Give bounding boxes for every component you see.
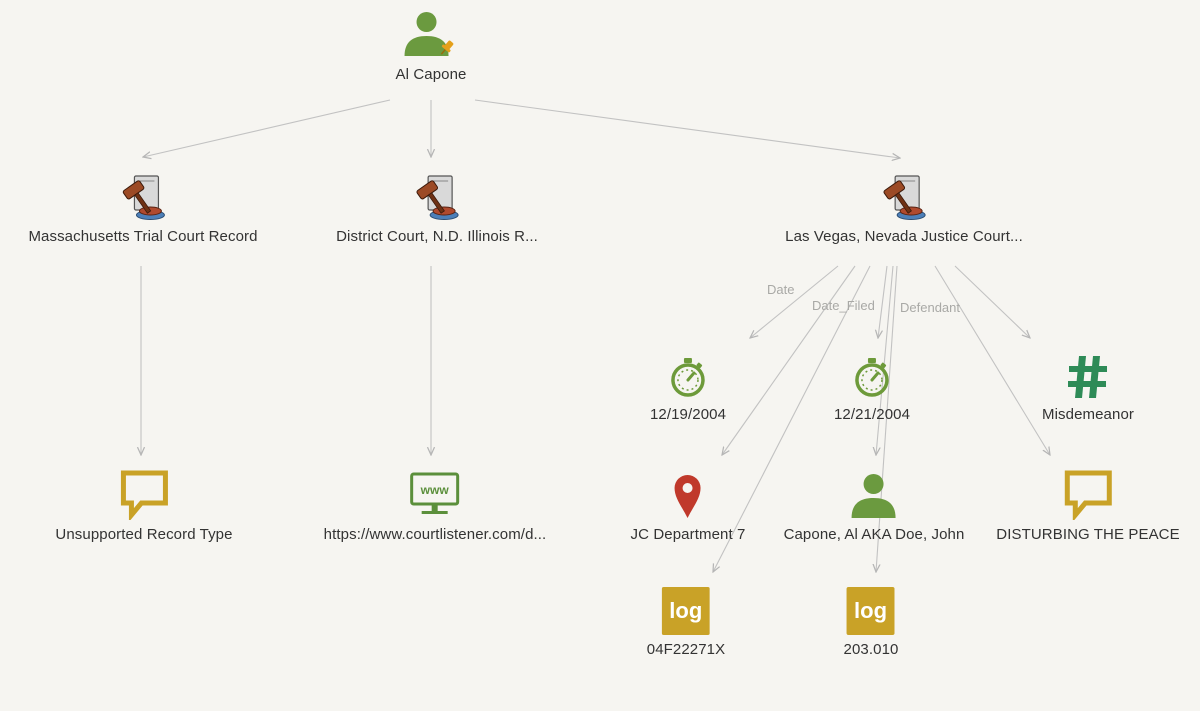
person-icon — [852, 474, 896, 518]
edge-nv-statute — [876, 265, 898, 572]
svg-text:log: log — [854, 598, 887, 623]
node-label: 12/19/2004 — [649, 406, 727, 423]
node-label: 04F22271X — [646, 641, 726, 658]
node-label: https://www.courtlistener.com/d... — [323, 526, 547, 543]
person-icon — [404, 12, 454, 56]
node-label: DISTURBING THE PEACE — [996, 526, 1180, 543]
node-unsupported-record[interactable]: Unsupported Record Type — [55, 470, 232, 543]
edge-nv-misdemeanor — [954, 265, 1030, 338]
node-al-capone[interactable]: Al Capone — [396, 10, 467, 83]
node-illinois-court[interactable]: District Court, N.D. Illinois R... — [336, 172, 538, 245]
comment-icon — [120, 470, 168, 520]
edge-label-date: Date — [767, 282, 795, 297]
edge-root-nv — [474, 99, 900, 158]
edge-nv-defendant — [876, 265, 894, 455]
node-label: Massachusetts Trial Court Record — [28, 228, 258, 245]
node-defendant[interactable]: Capone, Al AKA Doe, John — [784, 472, 965, 543]
log-icon: log — [846, 587, 895, 635]
node-label: Unsupported Record Type — [55, 526, 233, 543]
node-jc-department-7[interactable]: JC Department 7 — [631, 472, 746, 543]
pushpin-icon — [441, 40, 454, 55]
edge-nv-location — [722, 265, 856, 455]
svg-text:www: www — [420, 483, 450, 497]
node-label: Capone, Al AKA Doe, John — [783, 526, 965, 543]
node-date-12-19-2004[interactable]: 12/19/2004 — [650, 356, 726, 423]
node-statute[interactable]: log 203.010 — [844, 587, 899, 658]
edge-label-defendant: Defendant — [900, 300, 960, 315]
edge-label-date-filed: Date_Filed — [812, 298, 875, 313]
log-icon: log — [662, 587, 710, 635]
node-label: Las Vegas, Nevada Justice Court... — [785, 228, 1023, 245]
node-case-number[interactable]: log 04F22271X — [647, 587, 725, 658]
node-label: District Court, N.D. Illinois R... — [336, 228, 538, 245]
www-icon: www — [410, 472, 460, 514]
node-disturbing-the-peace[interactable]: DISTURBING THE PEACE — [996, 470, 1180, 543]
edge-nv-charge — [934, 265, 1050, 455]
edge-nv-date1 — [750, 265, 839, 338]
map-pin-icon — [674, 475, 701, 518]
node-misdemeanor[interactable]: Misdemeanor — [1042, 354, 1134, 423]
node-label: 203.010 — [843, 641, 899, 658]
edge-nv-caseno — [713, 265, 871, 572]
edge-root-ma — [143, 99, 391, 157]
svg-text:log: log — [670, 598, 703, 623]
hash-icon — [1067, 356, 1107, 398]
gavel-icon — [883, 175, 926, 220]
node-label: JC Department 7 — [630, 526, 746, 543]
node-label: Al Capone — [395, 66, 467, 83]
edge-nv-date2 — [878, 265, 888, 338]
node-nevada-court[interactable]: Las Vegas, Nevada Justice Court... — [785, 172, 1023, 245]
comment-icon — [1064, 470, 1112, 520]
node-label: Misdemeanor — [1042, 406, 1134, 423]
node-massachusetts-court[interactable]: Massachusetts Trial Court Record — [28, 172, 257, 245]
gavel-icon — [122, 175, 165, 220]
gavel-icon — [416, 175, 459, 220]
stopwatch-icon — [855, 358, 889, 397]
node-label: 12/21/2004 — [833, 406, 911, 423]
node-date-12-21-2004[interactable]: 12/21/2004 — [834, 356, 910, 423]
node-courtlistener-url[interactable]: www https://www.courtlistener.com/d... — [324, 470, 547, 543]
stopwatch-icon — [671, 358, 705, 397]
